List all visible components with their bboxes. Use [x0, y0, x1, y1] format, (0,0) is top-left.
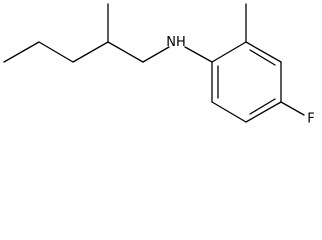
bond-c5-n: [142, 46, 170, 63]
ring-bond-2: [245, 41, 282, 63]
ring-double-bond-a: [249, 49, 276, 66]
bond-ring-f: [280, 101, 305, 116]
bond-n-ring: [184, 46, 213, 63]
structural-formula: NH F: [3, 3, 315, 127]
hydrogen-label: H: [176, 35, 186, 50]
fluorine-label: F: [307, 112, 314, 127]
bond-c3-c4: [72, 41, 109, 63]
nh-label: NH: [166, 35, 186, 50]
nitrogen-label: N: [166, 35, 176, 50]
ring-bond-5: [211, 101, 247, 123]
bond-c1-c2: [3, 41, 40, 63]
ring-double-bond-b: [249, 98, 276, 115]
bond-c2-c3: [38, 41, 74, 63]
ring-bond-4: [245, 101, 282, 123]
bond-c4-c5: [107, 41, 144, 63]
ring-bond-1: [211, 41, 247, 63]
